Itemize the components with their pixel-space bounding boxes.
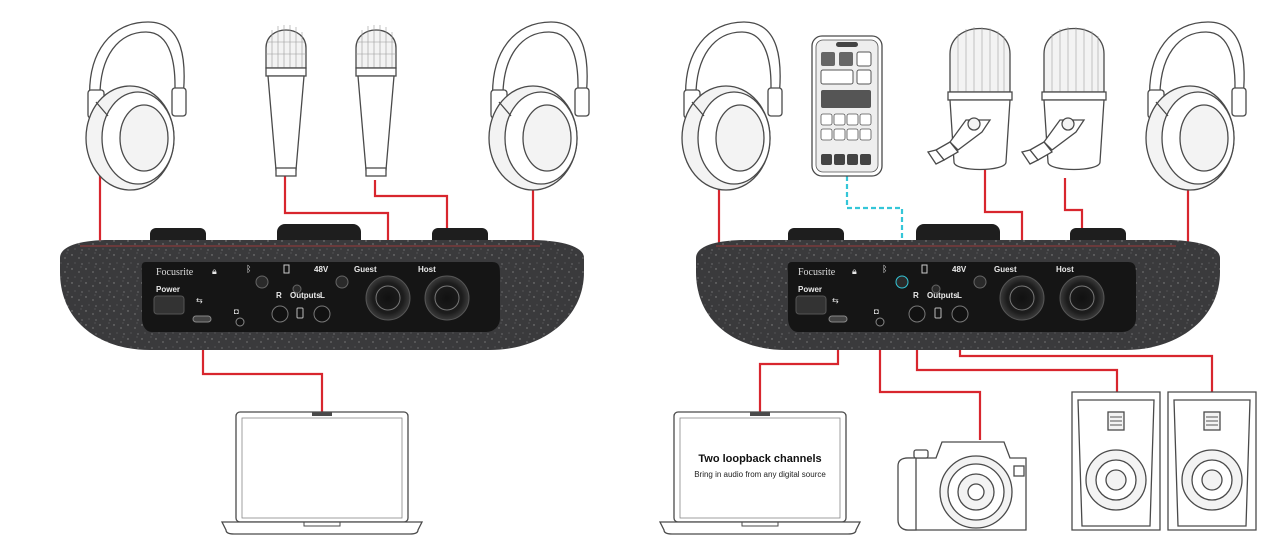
- brand-label: Focusrite: [798, 267, 836, 278]
- handheld-microphone-icon: [355, 24, 397, 177]
- rear-panel: [141, 262, 500, 332]
- power-button[interactable]: [153, 295, 185, 315]
- camera-input[interactable]: [235, 317, 245, 327]
- output-r-label: R: [276, 291, 282, 300]
- guest-xlr-input[interactable]: [999, 275, 1045, 321]
- guest-label: Guest: [354, 265, 377, 274]
- speaker-icon: [1167, 391, 1257, 531]
- usb-c-port[interactable]: [828, 315, 848, 323]
- rear-panel: [787, 262, 1136, 332]
- interface-left: Focusrite Power 🔒︎ ᛒ 48V Guest Host ⇆ ◘ …: [60, 224, 584, 350]
- power-label: Power: [798, 285, 822, 294]
- output-r-label: R: [913, 291, 919, 300]
- lock-icon: 🔒︎: [212, 266, 217, 276]
- camera-port-icon: ◘: [874, 307, 879, 316]
- host-xlr-input[interactable]: [424, 275, 470, 321]
- output-r-jack[interactable]: [271, 305, 289, 323]
- output-l-label: L: [957, 291, 962, 300]
- phone-button[interactable]: [292, 284, 302, 294]
- headphones-icon: [85, 21, 187, 191]
- lock-icon: 🔒︎: [852, 266, 857, 276]
- phantom-power-button[interactable]: [335, 275, 349, 289]
- phantom-power-label: 48V: [952, 265, 967, 274]
- output-l-label: L: [320, 291, 325, 300]
- host-label: Host: [418, 265, 436, 274]
- usb-c-port[interactable]: [192, 315, 212, 323]
- interface-right: Focusrite Power 🔒︎ ᛒ 48V Guest Host ⇆ ◘ …: [696, 224, 1220, 350]
- laptop-icon: [220, 411, 424, 535]
- camera-icon: [897, 441, 1027, 531]
- host-label: Host: [1056, 265, 1074, 274]
- broadcast-microphone-icon: [926, 27, 1013, 171]
- bluetooth-button[interactable]: [255, 275, 269, 289]
- brand-label: Focusrite: [156, 267, 194, 278]
- laptop-screen-subtitle: Bring in audio from any digital source: [694, 470, 826, 479]
- outputs-label: Outputs: [290, 291, 321, 300]
- phone-button[interactable]: [931, 284, 941, 294]
- usb-icon: ⇆: [196, 296, 203, 305]
- phone-indicator: [283, 264, 290, 274]
- phantom-power-label: 48V: [314, 265, 329, 274]
- power-button[interactable]: [795, 295, 827, 315]
- usb-icon: ⇆: [832, 296, 839, 305]
- smartphone-icon: [811, 35, 883, 177]
- headphones-icon: [488, 21, 590, 191]
- camera-port-icon: ◘: [234, 307, 239, 316]
- outputs-label: Outputs: [927, 291, 958, 300]
- laptop-icon: Two loopback channels Bring in audio fro…: [658, 411, 862, 535]
- phone-indicator: [921, 264, 928, 274]
- output-l-jack[interactable]: [313, 305, 331, 323]
- output-r-jack[interactable]: [908, 305, 926, 323]
- output-l-jack[interactable]: [951, 305, 969, 323]
- camera-input[interactable]: [875, 317, 885, 327]
- guest-xlr-input[interactable]: [365, 275, 411, 321]
- bluetooth-icon: ᛒ: [882, 264, 887, 274]
- bluetooth-icon: ᛒ: [246, 264, 251, 274]
- broadcast-microphone-icon: [1021, 26, 1107, 171]
- host-xlr-input[interactable]: [1059, 275, 1105, 321]
- speaker-icon: [1071, 391, 1161, 531]
- headphones-icon: [681, 21, 783, 191]
- phantom-power-button[interactable]: [973, 275, 987, 289]
- laptop-screen-title: Two loopback channels: [698, 453, 821, 465]
- power-label: Power: [156, 285, 180, 294]
- cable-camera: [878, 322, 982, 440]
- handheld-microphone-icon: [265, 25, 307, 177]
- bluetooth-button[interactable]: [895, 275, 909, 289]
- headphones-icon: [1145, 21, 1247, 191]
- guest-label: Guest: [994, 265, 1017, 274]
